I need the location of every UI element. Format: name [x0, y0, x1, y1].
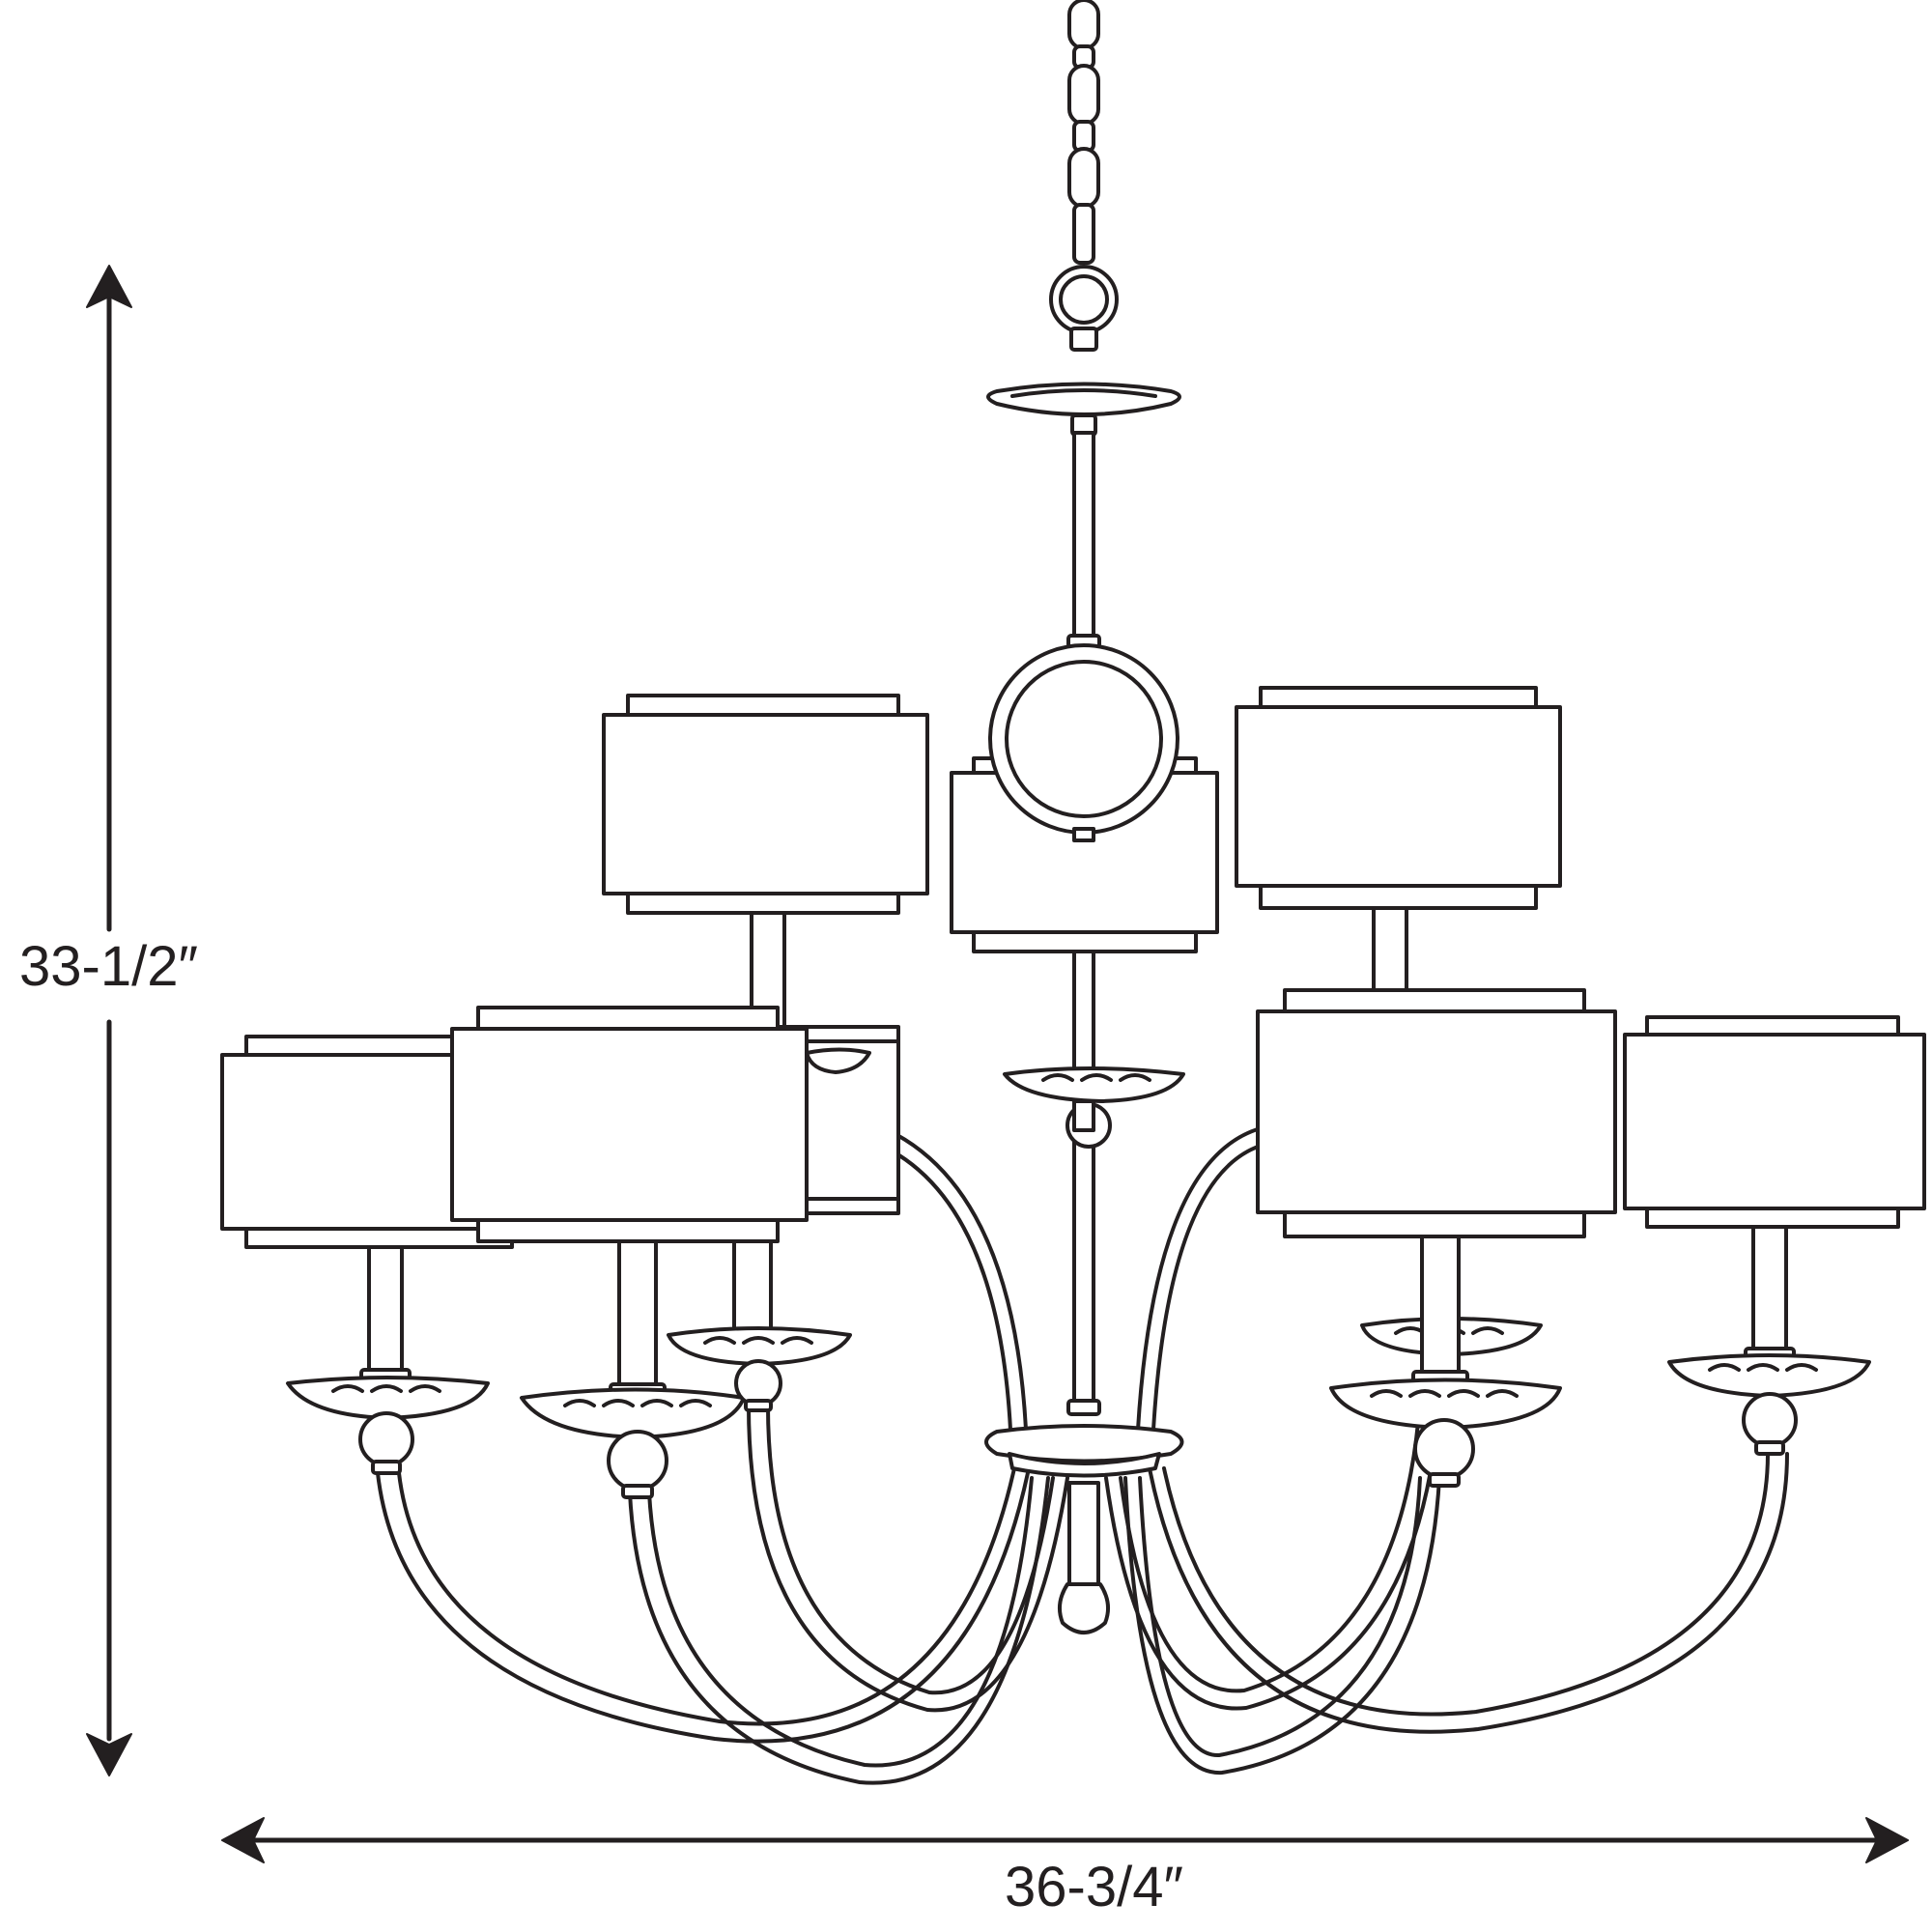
candle-front-left [520, 1239, 746, 1499]
lamp-shade-lower-far-right [1623, 1015, 1926, 1229]
width-dimension-arrow [221, 1817, 1909, 1863]
width-dimension-label: 36-3/4″ [1005, 1856, 1183, 1918]
height-dimension-label: 33-1/2″ [19, 935, 198, 998]
candle-front-right [1329, 1235, 1562, 1488]
candle-far-left [286, 1245, 490, 1475]
lamp-shade-lower-front-right [1256, 988, 1617, 1238]
height-dimension-arrow [86, 265, 132, 1776]
decorative-ring [988, 643, 1179, 835]
central-hub [984, 1424, 1184, 1634]
candle-far-right [1667, 1225, 1871, 1456]
lamp-shade-upper-right [1235, 686, 1562, 1045]
lamp-shade-upper-left [602, 694, 929, 1050]
canopy-plate [986, 382, 1181, 416]
candle-cup-upper-left [805, 1047, 871, 1074]
candle-cup-rear-center [1003, 1066, 1185, 1149]
hanging-chain [1049, 0, 1119, 352]
lamp-shade-lower-front-left [450, 1006, 809, 1243]
candle-cup-back-left [667, 1326, 852, 1412]
